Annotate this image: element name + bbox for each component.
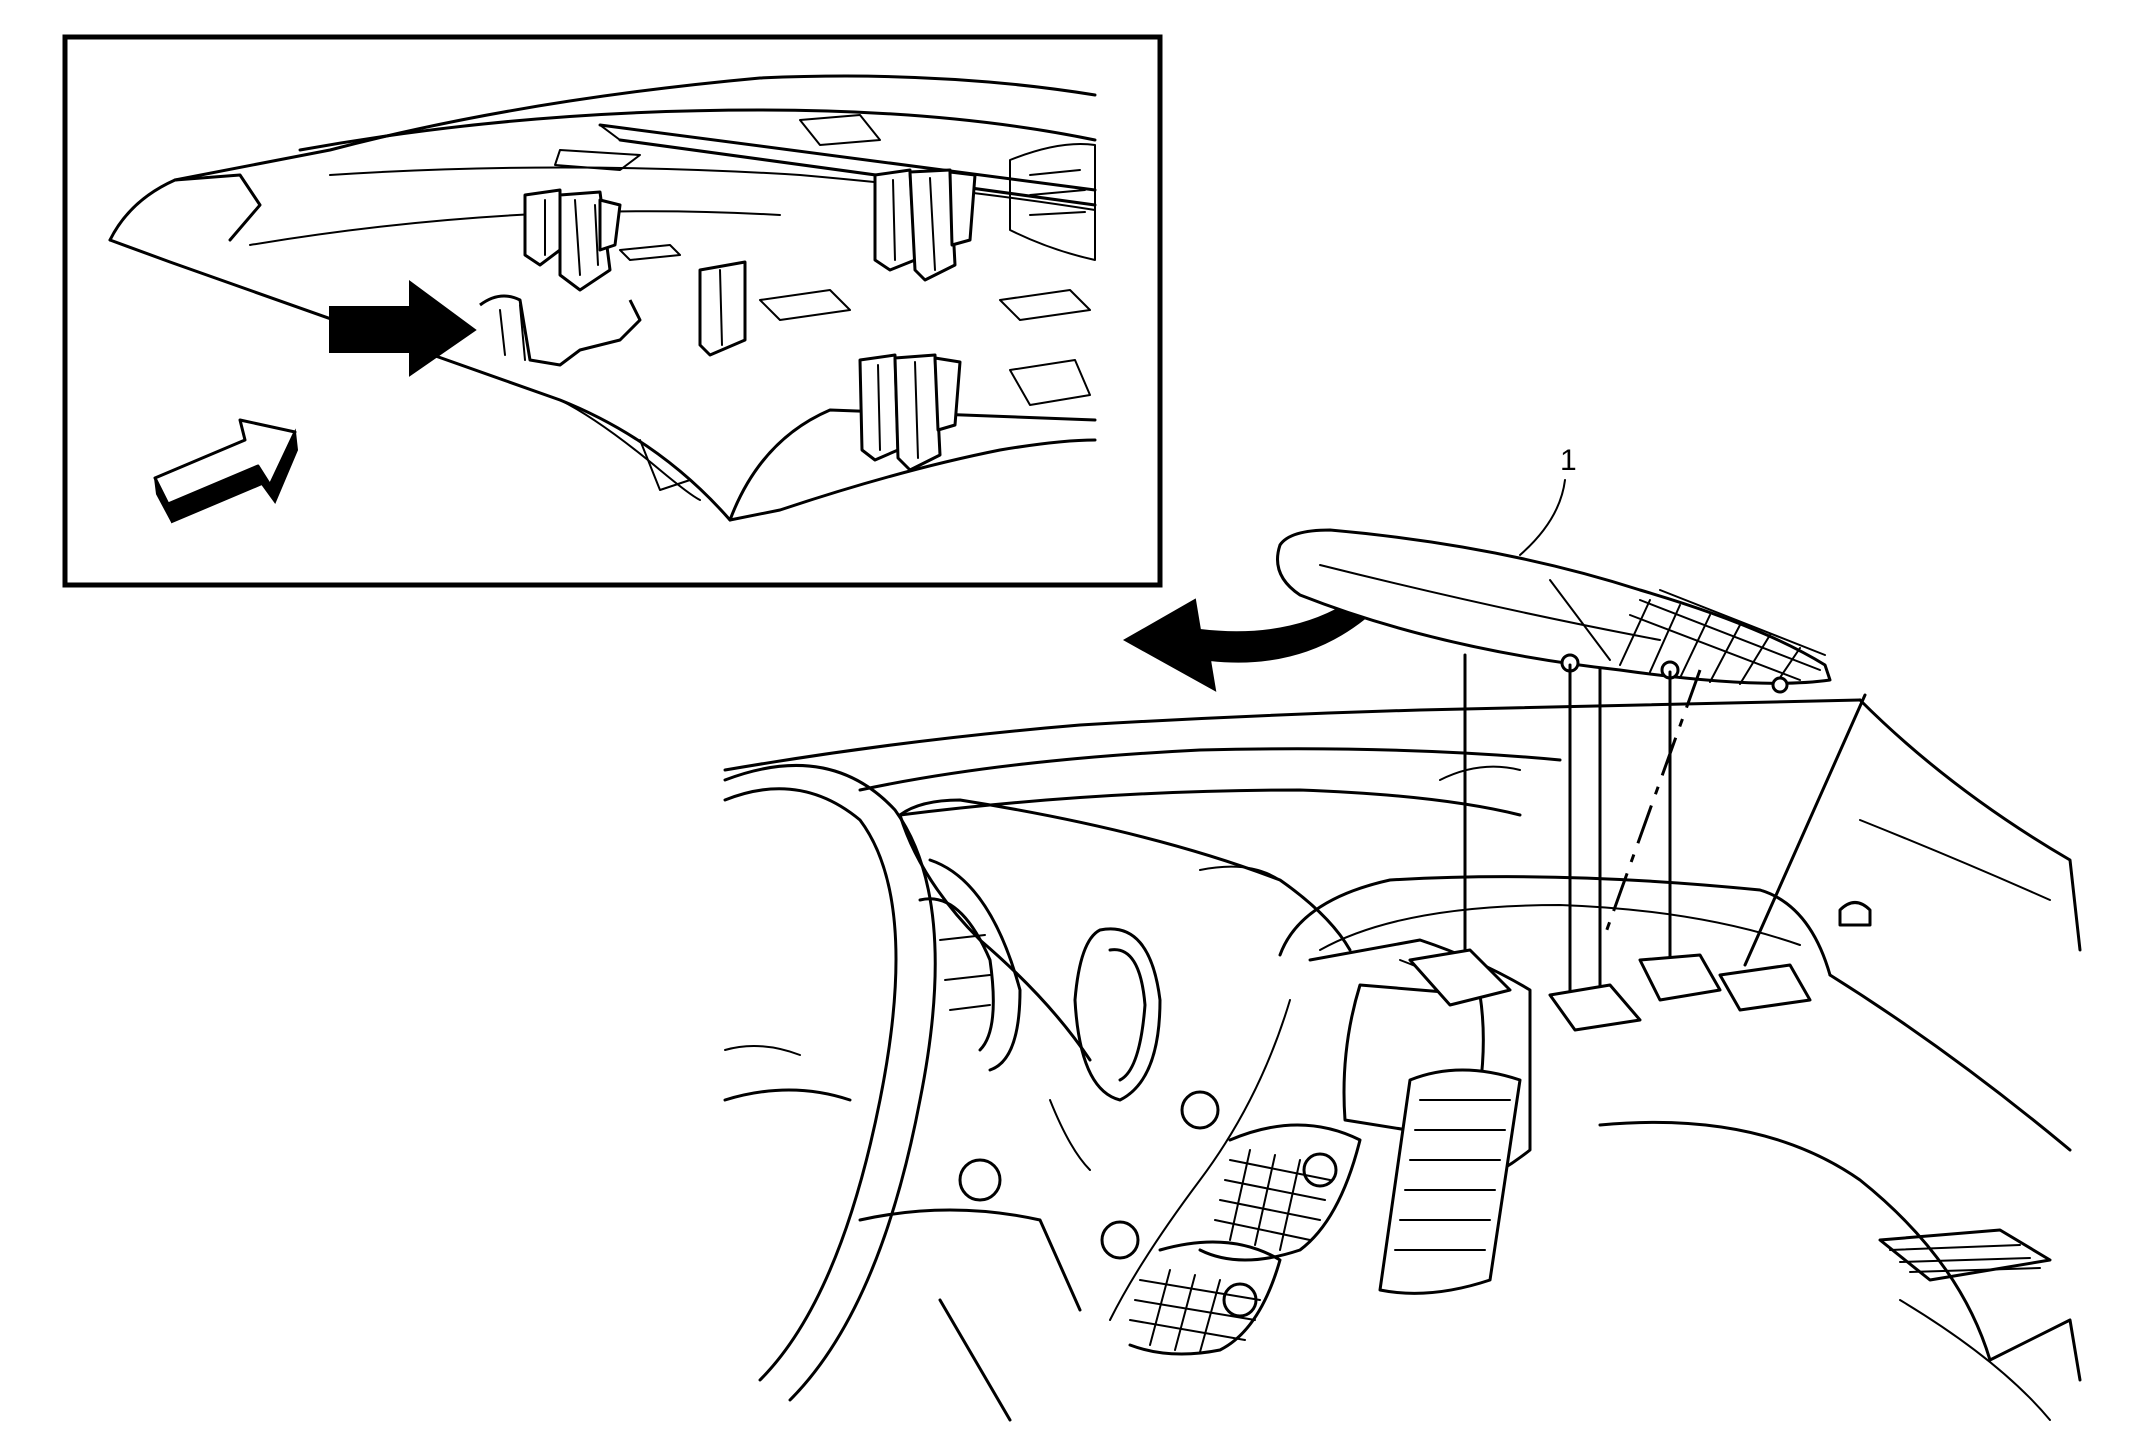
- ignition-icon: [958, 1158, 1002, 1202]
- alignment-lines: [1463, 653, 1867, 1012]
- sunload-sensor-icon: [1838, 901, 1872, 927]
- trim-grille: [1619, 589, 1826, 686]
- inset-release-tab: [479, 294, 642, 367]
- inset-clip-left: [523, 188, 622, 292]
- view-direction-arrow-icon: [153, 418, 299, 524]
- steering-wheel: [723, 764, 937, 1402]
- inset-pointer-arrow-icon: [329, 280, 477, 377]
- removal-direction-arrow-icon: [1122, 598, 1367, 692]
- center-air-vent: [1378, 1068, 1522, 1295]
- callout-leader-1: [1519, 479, 1566, 556]
- right-air-vent: [1878, 1228, 2052, 1282]
- callout-label-1: 1: [1560, 444, 1577, 477]
- inset-clip-lower: [858, 353, 962, 472]
- inset-frame: [62, 34, 1163, 588]
- trim-panel-underside: [108, 74, 1097, 522]
- instrument-cluster: [918, 858, 1162, 1102]
- instrument-panel: [723, 698, 2082, 1422]
- dash-clip-receptacles: [1408, 948, 1812, 1032]
- dash-top-trim-panel: [1276, 528, 1832, 694]
- inset-clip-center: [698, 260, 747, 357]
- detail-inset: [62, 34, 1163, 588]
- inset-clip-right: [873, 168, 977, 282]
- main-dashboard-view: 1: [723, 444, 2082, 1422]
